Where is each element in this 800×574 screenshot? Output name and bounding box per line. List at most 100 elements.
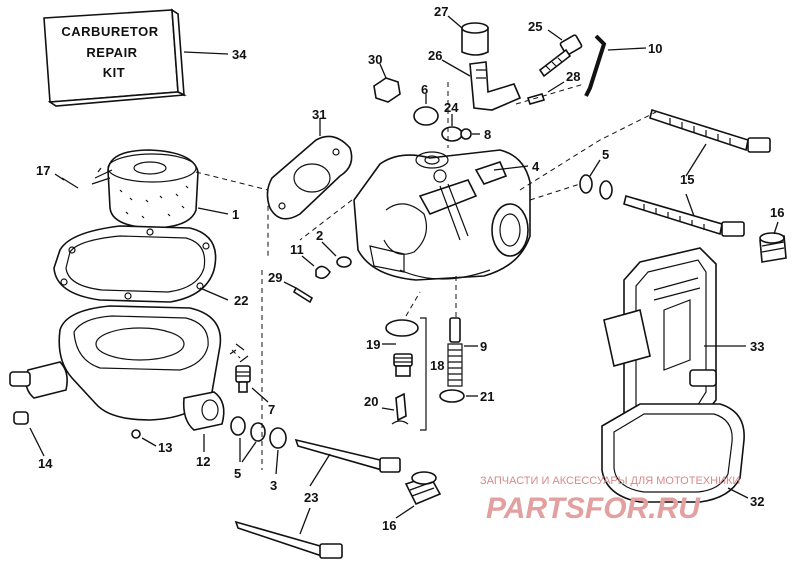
callout-16-lower: 16	[382, 518, 396, 533]
leader-25	[547, 29, 563, 41]
callout-10: 10	[648, 41, 662, 56]
callout-23: 23	[304, 490, 318, 505]
kit-line-2: REPAIR	[86, 45, 137, 60]
callout-18: 18	[430, 358, 444, 373]
seat-18	[393, 353, 413, 377]
callout-32: 32	[750, 494, 764, 509]
callout-2: 2	[316, 228, 323, 243]
leader-17	[54, 173, 65, 181]
callout-24: 24	[444, 100, 459, 115]
washer-2	[336, 256, 352, 268]
kit-line-1: CARBURETOR	[61, 24, 158, 39]
needle-15-lower	[623, 194, 745, 237]
assembly-line-g	[529, 183, 581, 201]
callout-30: 30	[368, 52, 382, 67]
washer-5-upper-b	[599, 180, 613, 200]
callout-7: 7	[268, 402, 275, 417]
leader-30	[379, 63, 387, 79]
valve-9	[447, 317, 463, 387]
leader-13	[141, 437, 157, 447]
cap-27	[461, 22, 489, 56]
leader-1	[197, 207, 229, 215]
callout-16-upper: 16	[770, 205, 784, 220]
leader-5a	[589, 159, 601, 177]
pin-29	[292, 286, 314, 304]
plug-14	[13, 411, 29, 425]
leader-10	[607, 47, 647, 51]
callout-14: 14	[38, 456, 53, 471]
clip-20	[391, 420, 409, 425]
leader-26	[441, 59, 471, 77]
needle-23-lower	[234, 520, 343, 559]
callout-12: 12	[196, 454, 210, 469]
washer-3	[269, 427, 287, 449]
callout-6: 6	[421, 82, 428, 97]
watermark-caption: ЗАПЧАСТИ И АКСЕССУАРЫ ДЛЯ МОТОТЕХНИКИ	[480, 475, 740, 487]
gasket-part-31	[266, 135, 353, 220]
repair-kit-box: CARBURETOR REPAIR KIT	[43, 8, 187, 107]
assembly-line-a	[195, 171, 269, 256]
assembly-line-h	[519, 111, 657, 191]
plug-6	[413, 106, 439, 126]
assembly-line-d	[299, 199, 353, 241]
bracket-18	[420, 317, 427, 431]
leader-29	[283, 281, 297, 289]
gasket-part	[53, 225, 217, 303]
leader-15b	[685, 193, 695, 217]
callout-26: 26	[428, 48, 442, 63]
watermark-logo: PARTSFOR.RU	[486, 492, 701, 525]
assembly-line-j	[405, 291, 421, 317]
leader-34	[183, 51, 229, 55]
callout-25: 25	[528, 19, 542, 34]
leader-3	[275, 449, 279, 475]
leader-2	[321, 241, 337, 257]
callout-13: 13	[158, 440, 172, 455]
kit-line-3: KIT	[103, 65, 125, 80]
washer-21	[439, 389, 465, 403]
callout-33: 33	[750, 339, 764, 354]
callout-3: 3	[270, 478, 277, 493]
washer-24	[441, 126, 463, 142]
float-part	[91, 149, 199, 229]
needle-20	[395, 392, 407, 422]
callout-19: 19	[366, 337, 380, 352]
callout-9: 9	[480, 339, 487, 354]
callout-21: 21	[480, 389, 494, 404]
callout-29: 29	[268, 270, 282, 285]
rod-10	[584, 34, 607, 97]
callout-8: 8	[484, 127, 491, 142]
callout-5-lower: 5	[234, 466, 241, 481]
ball-8	[460, 128, 472, 140]
callout-15: 15	[680, 172, 694, 187]
callout-4: 4	[532, 159, 540, 174]
clip-11	[315, 265, 331, 280]
washer-5-upper-a	[579, 174, 593, 194]
leader-16b	[395, 505, 415, 519]
washer-19	[385, 319, 419, 337]
jet-part-7	[235, 365, 251, 393]
float-bowl-part	[9, 305, 249, 431]
callout-31: 31	[312, 107, 326, 122]
needle-15-upper	[649, 108, 771, 153]
assembly-line-f	[515, 83, 585, 105]
callout-1: 1	[232, 207, 239, 222]
leader-5b-b	[241, 441, 257, 463]
gasket-32	[601, 403, 745, 503]
leader-23a	[309, 453, 331, 487]
silencer-33	[603, 247, 717, 437]
leader-15a	[685, 143, 707, 177]
carburetor-body	[353, 149, 531, 281]
plug-16-upper	[759, 232, 787, 263]
callout-28: 28	[566, 69, 580, 84]
leader-4	[493, 165, 529, 171]
lever-26	[469, 61, 522, 111]
leader-23b	[299, 507, 311, 535]
plug-16-lower	[404, 471, 442, 506]
leader-14	[29, 427, 45, 457]
washer-5-lower-a	[230, 416, 246, 436]
washer-5-lower-b	[250, 422, 266, 442]
screw-28	[526, 93, 546, 105]
leader-22	[199, 287, 229, 301]
